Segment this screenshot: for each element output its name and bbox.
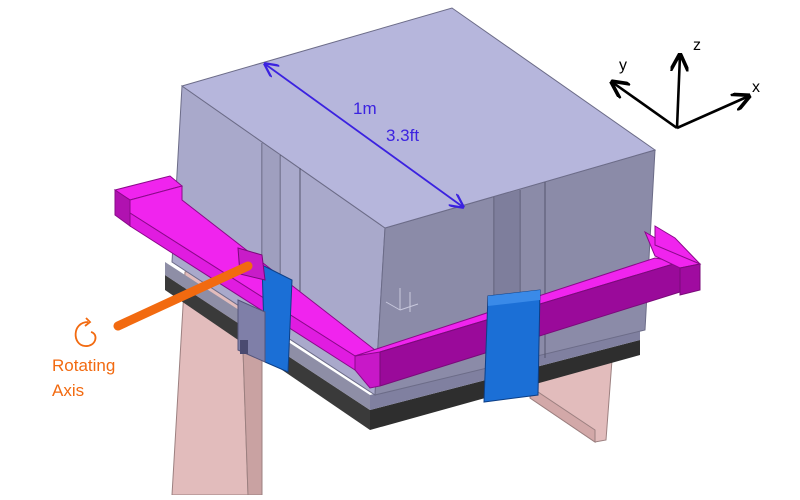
dimension-arrow (265, 64, 463, 207)
right-clamp (483, 289, 541, 403)
dimension-imperial: 3.3ft (386, 126, 419, 145)
left-clamp (261, 264, 293, 373)
x-axis-label: x (752, 79, 760, 96)
dimension-metric: 1m (353, 99, 377, 118)
rotating-axis-rod (113, 261, 253, 331)
y-axis-line (612, 82, 678, 130)
rotating-label: Rotating (52, 356, 115, 375)
rotation-label: Rotating Axis (52, 317, 115, 400)
axis-label: Axis (52, 381, 84, 400)
coordinate-axes: z y x (612, 37, 760, 130)
small-axis-glyph (385, 288, 419, 312)
y-axis-label: y (619, 57, 627, 74)
x-axis-line (676, 96, 749, 130)
clamps (237, 247, 541, 403)
dimension-annotation: 1m 3.3ft (265, 64, 463, 207)
z-axis-label: z (693, 37, 701, 54)
z-axis-line (677, 55, 680, 129)
rotation-arrow-icon (74, 321, 97, 347)
